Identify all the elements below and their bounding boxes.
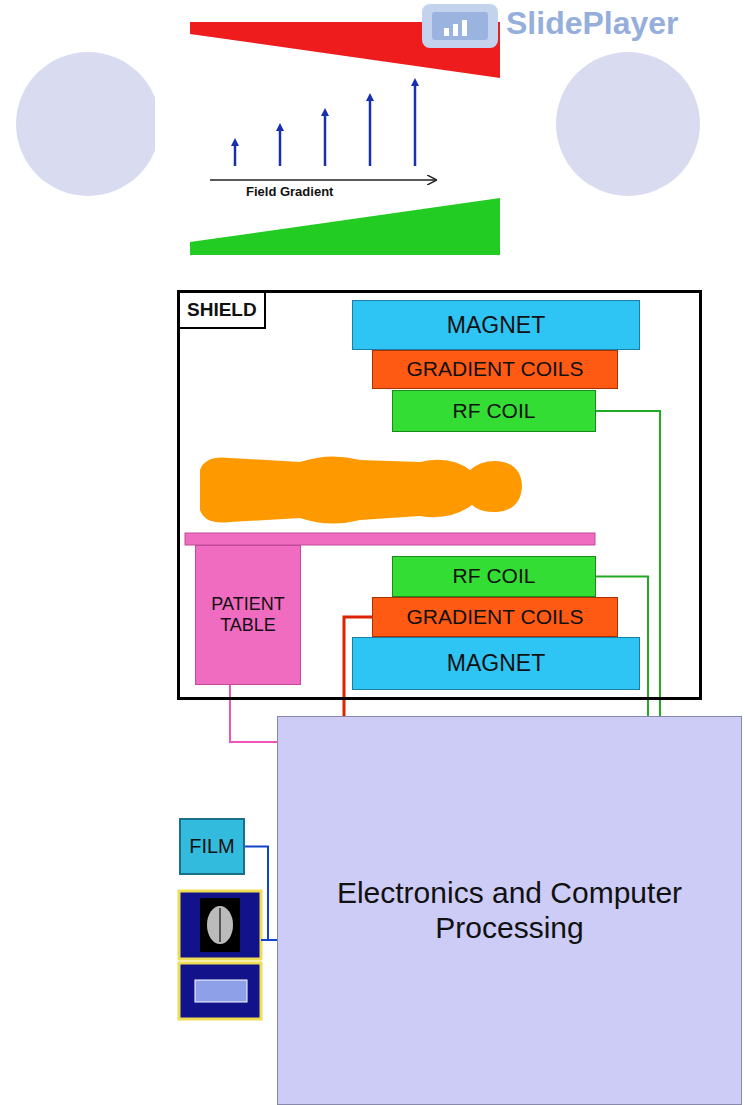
gradient-coil-block: GRADIENT COILS xyxy=(372,597,618,637)
node-text: Electronics and Computer Processing xyxy=(278,876,741,945)
south-wedge xyxy=(190,198,500,255)
patient-table: PATIENT TABLE xyxy=(195,545,301,685)
watermark-icon xyxy=(422,4,498,48)
node-text: RF COIL xyxy=(449,399,540,423)
monitor-screen xyxy=(200,898,240,952)
brain-midline xyxy=(219,908,221,942)
processing-box: Electronics and Computer Processing xyxy=(277,716,742,1105)
node-text: GRADIENT COILS xyxy=(403,605,588,629)
node-text: MAGNET xyxy=(443,312,549,338)
keyboard xyxy=(179,963,261,1019)
north-wedge xyxy=(190,22,500,78)
gradient-arrow xyxy=(210,179,436,181)
node-text: SHIELD xyxy=(180,293,266,329)
watermark: SlidePlayer xyxy=(506,5,679,42)
axis-label: Field Gradient xyxy=(246,184,333,199)
film-box: FILM xyxy=(179,818,245,875)
table-top xyxy=(185,533,595,545)
node-text: GRADIENT COILS xyxy=(403,357,588,381)
field-arrows xyxy=(235,82,415,166)
magnet-block: MAGNET xyxy=(352,300,640,350)
shield-enclosure: SHIELD MAGNET GRADIENT COILS RF COIL PATIENT… xyxy=(177,290,702,700)
rf-coil-block: RF COIL xyxy=(392,556,596,597)
gradient-coil-block: GRADIENT COILS xyxy=(372,350,618,389)
node-text: FILM xyxy=(185,835,239,858)
magnet-block: MAGNET xyxy=(352,637,640,690)
signal-wire xyxy=(245,847,277,941)
signal-wire xyxy=(230,685,277,742)
rf-coil-block: RF COIL xyxy=(392,390,596,432)
node-text: RF COIL xyxy=(449,564,540,588)
brain-image xyxy=(207,906,233,944)
pole-disc xyxy=(556,52,700,196)
node-text: PATIENT TABLE xyxy=(196,594,300,635)
node-text: MAGNET xyxy=(443,650,549,676)
pole-disc xyxy=(16,52,155,196)
monitor xyxy=(179,891,261,959)
keyboard-keys xyxy=(195,980,247,1002)
patient-body xyxy=(200,456,522,523)
